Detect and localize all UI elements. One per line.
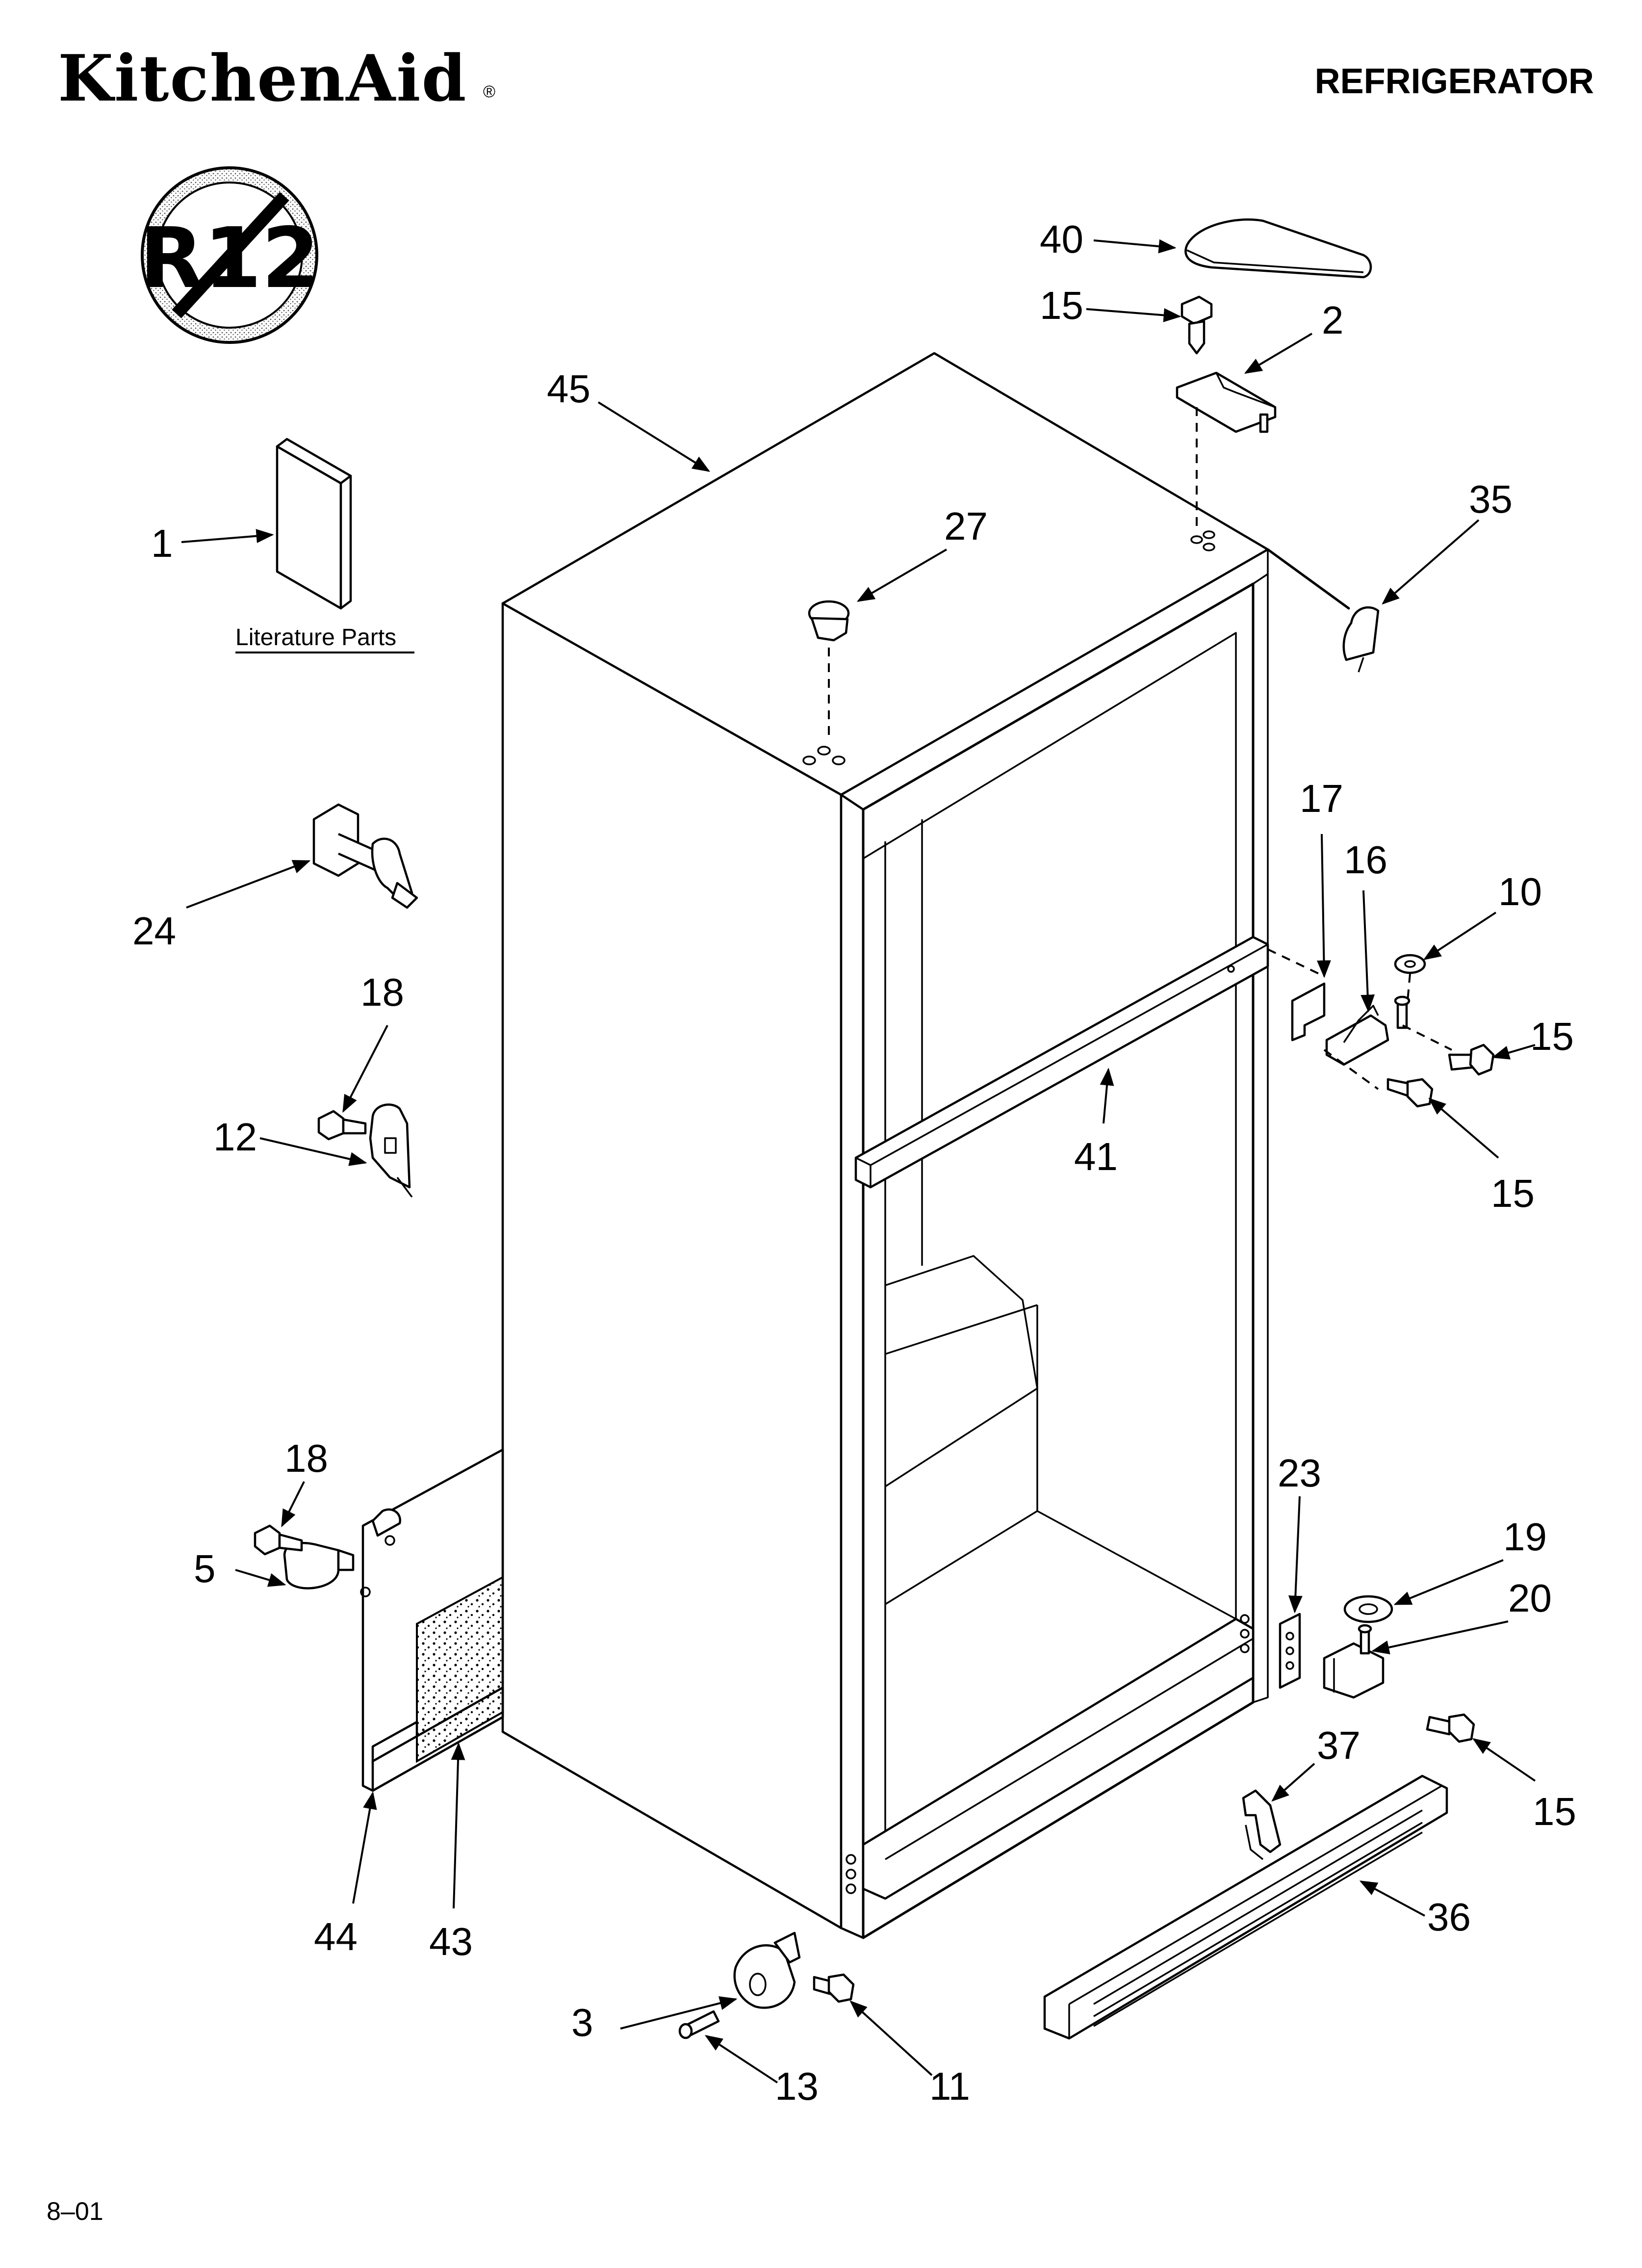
grille-clip (1242, 1789, 1282, 1860)
callout-15-top: 15 (1040, 284, 1083, 327)
callout-35: 35 (1469, 477, 1513, 521)
insulation-pad (416, 1575, 504, 1763)
callout-2: 2 (1322, 298, 1344, 342)
callout-10: 10 (1498, 870, 1542, 913)
callout-37: 37 (1317, 1723, 1360, 1767)
bottom-hinge-screw (1426, 1713, 1475, 1743)
literature-parts-label: Literature Parts (235, 625, 396, 651)
revision-date: 8–01 (47, 2197, 103, 2226)
hinge-shim (1291, 982, 1326, 1042)
registered-mark: ® (483, 82, 495, 101)
callout-45: 45 (547, 367, 590, 411)
bottom-hinge (1323, 1624, 1385, 1699)
callout-16: 16 (1344, 838, 1387, 882)
callout-12: 12 (213, 1115, 257, 1159)
top-hinge-screw (1180, 295, 1213, 355)
callout-11: 11 (929, 2064, 970, 2108)
callout-19: 19 (1503, 1515, 1547, 1559)
center-hinge (1267, 948, 1452, 1090)
literature-parts-booklet (276, 438, 352, 610)
callout-1: 1 (151, 521, 173, 565)
center-rail (854, 936, 1269, 1189)
callout-41: 41 (1074, 1135, 1118, 1178)
roller-pin (678, 2010, 720, 2039)
clip-screw (317, 1110, 367, 1141)
callout-40: 40 (1040, 217, 1083, 261)
callout-24: 24 (132, 909, 176, 953)
leveling-roller (733, 1931, 801, 2009)
callout-43: 43 (429, 1920, 473, 1963)
clamp-screw (254, 1524, 303, 1556)
hinge-washer (1394, 954, 1426, 1001)
callout-44: 44 (314, 1915, 358, 1958)
callout-15-center: 15 (1491, 1172, 1535, 1215)
callout-13: 13 (775, 2064, 819, 2108)
page-title: REFRIGERATOR (1315, 62, 1594, 101)
center-hinge-screw-right (1448, 1043, 1495, 1076)
hinge-cap (1342, 606, 1380, 673)
leader-lines (181, 239, 1536, 2084)
callout-3: 3 (571, 2001, 593, 2044)
door-stop (312, 803, 418, 909)
wire-clip (369, 1103, 413, 1198)
callout-15-right: 15 (1530, 1015, 1574, 1058)
callout-20: 20 (1508, 1576, 1552, 1620)
callout-17: 17 (1300, 777, 1343, 820)
bottom-hinge-washer (1343, 1595, 1393, 1623)
no-r12-badge: R12 (139, 166, 320, 344)
callout-18-lower: 18 (284, 1436, 328, 1480)
top-hinge (1176, 371, 1277, 530)
brand-logo: KitchenAid (58, 41, 467, 116)
cabinet-assembly (501, 352, 1269, 1939)
callout-18-upper: 18 (360, 970, 404, 1014)
callout-23: 23 (1278, 1451, 1321, 1495)
roller-screw (813, 1973, 855, 2003)
callout-labels: 1 2 3 5 10 11 12 13 15 15 15 15 16 17 18… (132, 217, 1576, 2108)
bottom-hinge-shim (1279, 1613, 1301, 1689)
hinge-cover (1184, 218, 1372, 279)
toe-grille (1043, 1774, 1448, 2040)
callout-36: 36 (1427, 1895, 1471, 1939)
center-hinge-screw-lower (1386, 1078, 1434, 1108)
callout-5: 5 (194, 1547, 216, 1590)
callout-15-bottom: 15 (1533, 1790, 1576, 1833)
top-plug (808, 600, 850, 736)
callout-27: 27 (944, 504, 988, 548)
